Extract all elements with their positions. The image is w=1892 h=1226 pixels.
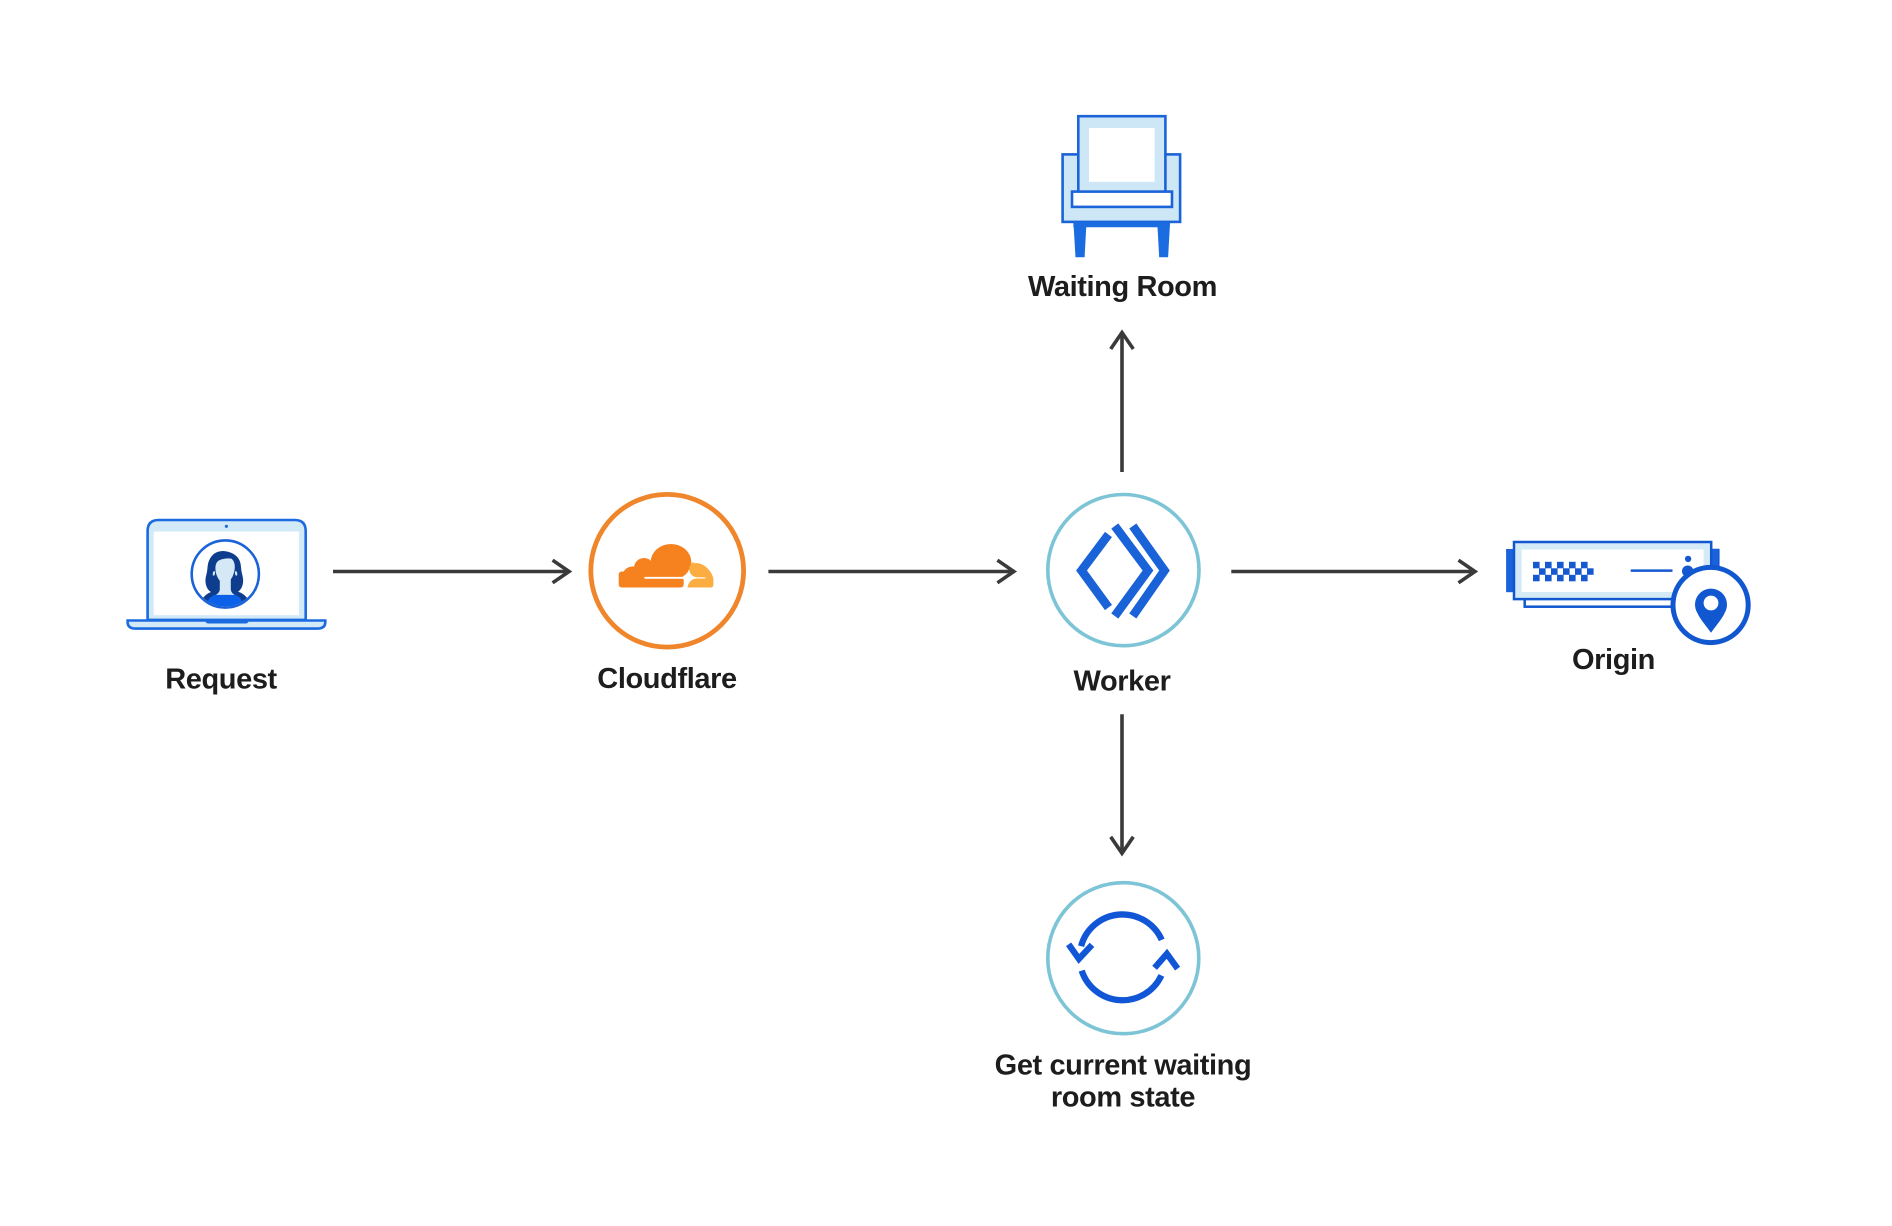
svg-text:Get current waiting: Get current waiting [995,1050,1252,1082]
svg-text:Worker: Worker [1074,666,1171,698]
svg-text:Request: Request [165,664,277,696]
svg-text:Cloudflare: Cloudflare [597,663,737,695]
svg-text:room state: room state [1051,1082,1196,1114]
svg-text:Origin: Origin [1572,644,1655,676]
svg-text:Waiting Room: Waiting Room [1028,271,1217,303]
